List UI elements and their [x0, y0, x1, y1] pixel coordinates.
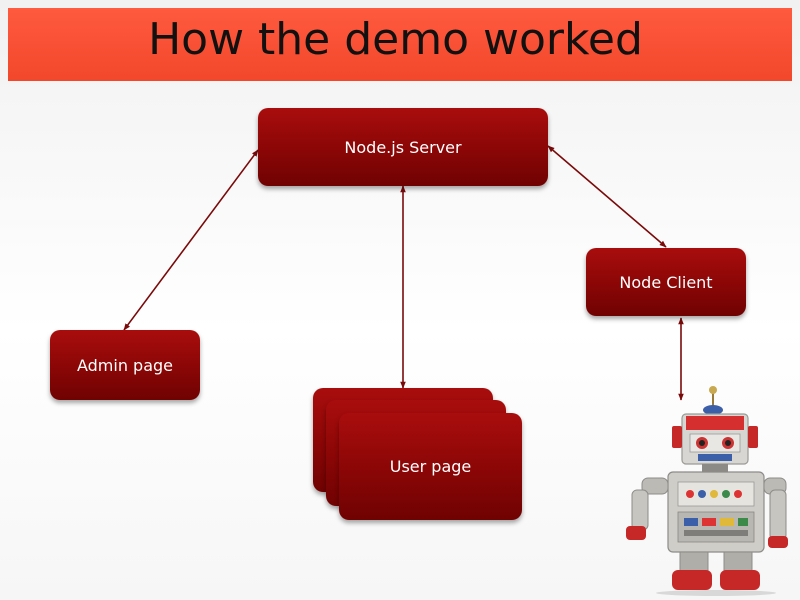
node-client: Node Client	[586, 248, 746, 316]
toy-robot-image	[626, 386, 788, 596]
node-admin: Admin page	[50, 330, 200, 400]
node-user-label: User page	[389, 457, 472, 476]
node-admin-label: Admin page	[76, 355, 174, 375]
connector-server-client	[547, 145, 667, 248]
node-client-label: Node Client	[619, 272, 713, 292]
node-server-label: Node.js Server	[344, 137, 462, 157]
title-bar: How the demo worked	[8, 8, 792, 81]
node-server: Node.js Server	[258, 108, 548, 186]
node-user: User page	[339, 413, 522, 520]
connector-server-admin	[123, 149, 259, 331]
slide-title: How the demo worked	[148, 14, 643, 65]
